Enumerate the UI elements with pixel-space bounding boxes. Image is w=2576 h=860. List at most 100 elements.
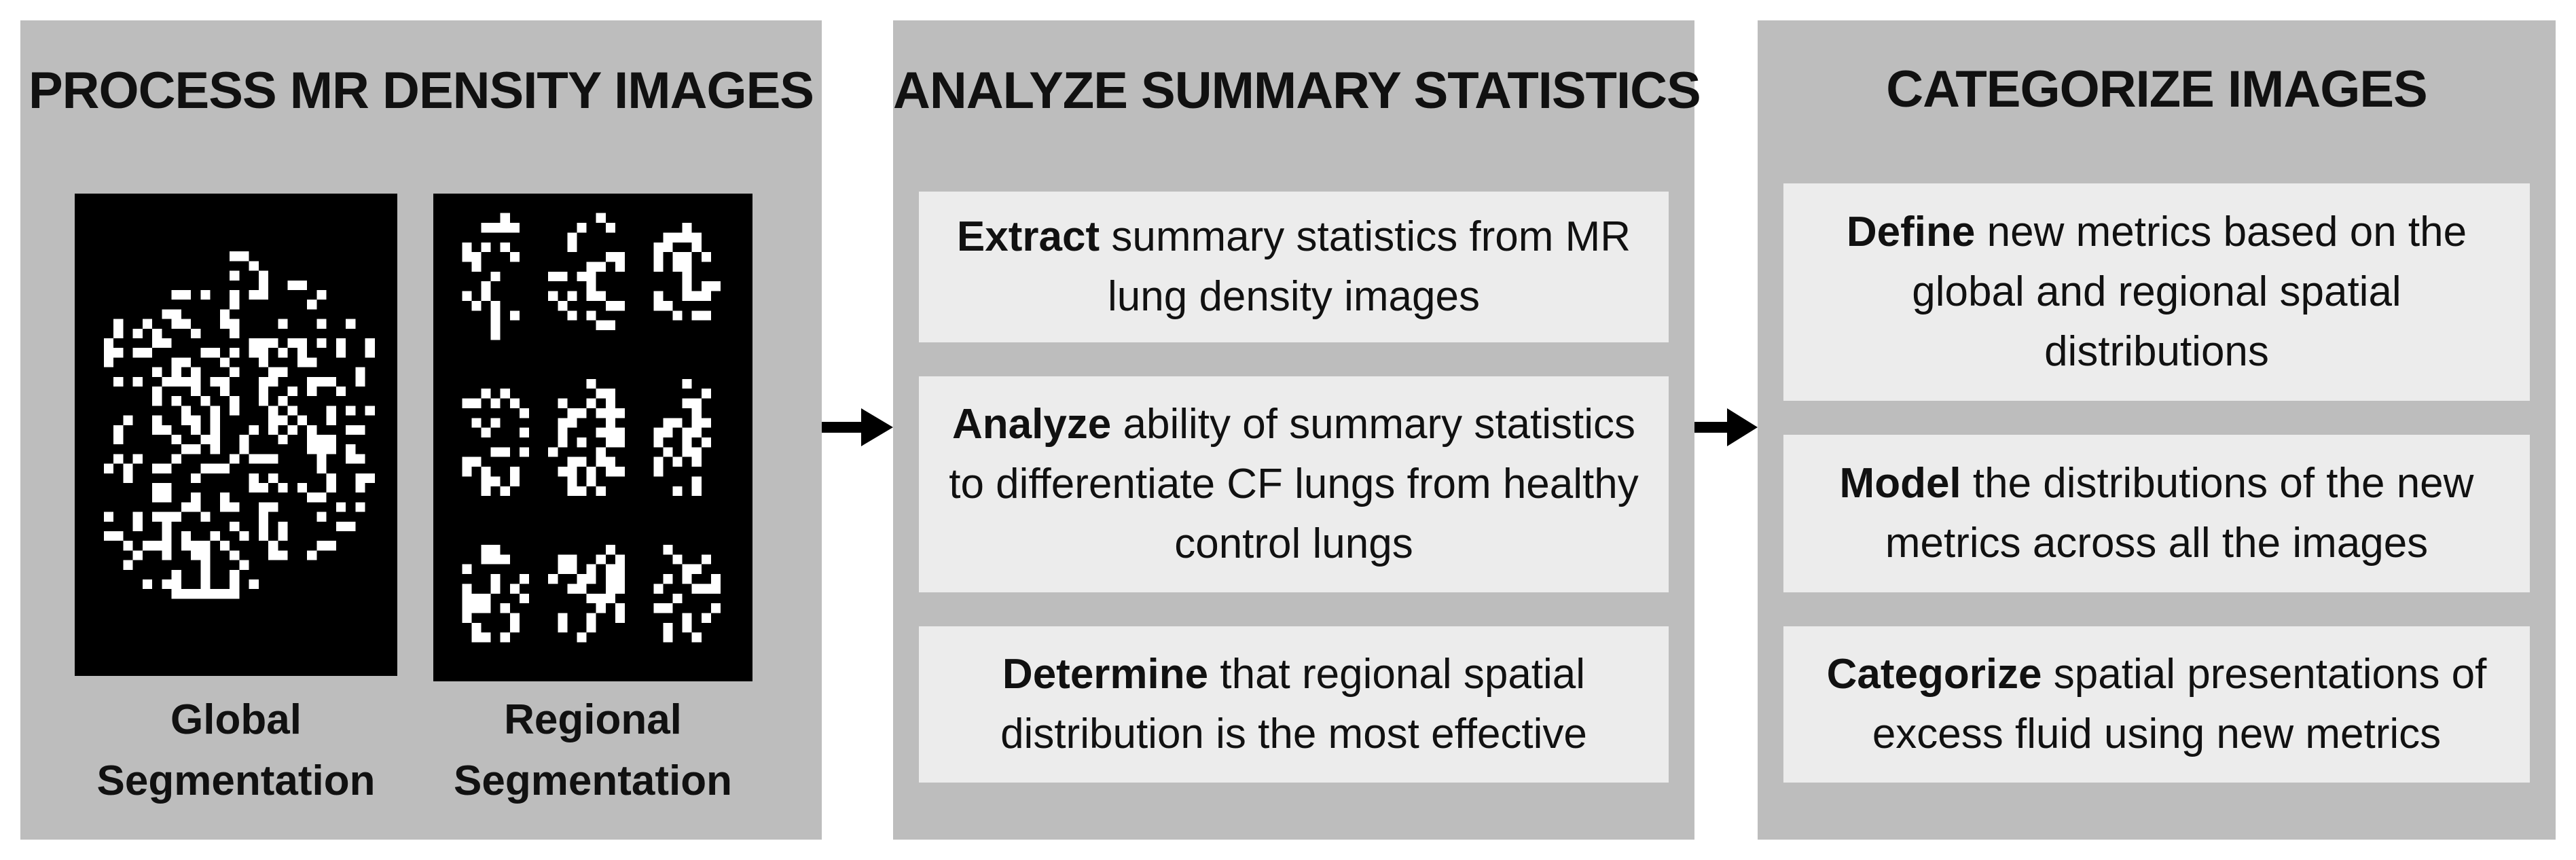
segmentation-pixel — [162, 463, 172, 473]
segmentation-pixel — [316, 463, 327, 473]
segmentation-pixel — [653, 291, 664, 301]
segmentation-pixel — [500, 213, 510, 223]
segmentation-pixel — [653, 456, 664, 467]
segmentation-pixel — [471, 456, 482, 467]
segmentation-pixel — [307, 376, 317, 387]
segmentation-pixel — [113, 435, 124, 445]
segmentation-pixel — [297, 415, 307, 425]
segmentation-pixel — [500, 223, 510, 233]
segmentation-pixel — [219, 376, 230, 387]
segmentation-pixel — [567, 456, 577, 467]
step-text: ability of summary statistics to differe… — [949, 401, 1639, 567]
segmentation-pixel — [230, 396, 240, 406]
segmentation-pixel — [605, 544, 615, 555]
segmentation-pixel — [162, 338, 172, 348]
segmentation-pixel — [500, 486, 510, 497]
segmentation-pixel — [191, 492, 201, 503]
segmentation-pixel — [200, 396, 211, 406]
segmentation-pixel — [509, 584, 520, 594]
segmentation-pixel — [132, 550, 143, 560]
segmentation-pixel — [481, 242, 491, 253]
regional-segmentation-caption: Regional Segmentation — [406, 689, 780, 812]
segmentation-pixel — [268, 367, 278, 377]
segmentation-pixel — [615, 467, 625, 477]
segmentation-pixel — [701, 437, 711, 448]
segmentation-pixel — [605, 564, 615, 575]
segmentation-pixel — [490, 310, 501, 321]
segmentation-pixel — [297, 348, 307, 358]
segmentation-pixel — [653, 603, 664, 613]
segmentation-pixel — [558, 622, 568, 633]
segmentation-pixel — [258, 376, 268, 387]
segmentation-pixel — [307, 387, 317, 397]
segmentation-pixel — [567, 232, 577, 243]
segmentation-pixel — [346, 406, 356, 416]
segmentation-pixel — [132, 512, 143, 522]
segmentation-pixel — [268, 425, 278, 435]
segmentation-pixel — [181, 502, 191, 512]
segmentation-pixel — [653, 242, 664, 253]
segmentation-pixel — [307, 444, 317, 454]
panel-analyze-statistics: ANALYZE SUMMARY STATISTICS Extract summa… — [893, 20, 1701, 840]
segmentation-pixel — [481, 544, 491, 555]
segmentation-pixel — [481, 603, 491, 613]
segmentation-pixel — [239, 251, 249, 262]
segmentation-pixel — [691, 456, 702, 467]
segmentation-pixel — [691, 242, 702, 253]
segmentation-pixel — [653, 300, 664, 311]
segmentation-pixel — [605, 418, 615, 428]
segmentation-pixel — [316, 319, 327, 329]
segmentation-pixel — [249, 261, 259, 271]
segmentation-pixel — [586, 476, 596, 486]
segmentation-pixel — [471, 252, 482, 262]
segmentation-pixel — [239, 435, 249, 445]
segmentation-pixel — [682, 564, 692, 575]
segmentation-pixel — [258, 454, 268, 464]
segmentation-pixel — [481, 486, 491, 497]
segmentation-pixel — [586, 564, 596, 575]
segmentation-pixel — [490, 398, 501, 408]
segmentation-pixel — [682, 232, 692, 243]
segmentation-pixel — [278, 415, 288, 425]
segmentation-pixel — [605, 398, 615, 408]
segmentation-pixel — [249, 483, 259, 493]
segmentation-pixel — [278, 521, 288, 531]
segmentation-pixel — [326, 376, 336, 387]
segmentation-pixel — [200, 512, 211, 522]
segmentation-pixel — [682, 574, 692, 584]
segmentation-pixel — [249, 454, 259, 464]
segmentation-pixel — [297, 483, 307, 493]
segmentation-pixel — [152, 367, 162, 377]
segmentation-pixel — [191, 376, 201, 387]
segmentation-pixel — [162, 512, 172, 522]
step-keyword: Determine — [1002, 651, 1209, 698]
segmentation-pixel — [481, 632, 491, 643]
segmentation-pixel — [471, 398, 482, 408]
segmentation-pixel — [335, 348, 346, 358]
segmentation-pixel — [691, 427, 702, 437]
segmentation-pixel — [701, 291, 711, 301]
segmentation-pixel — [346, 454, 356, 464]
segmentation-pixel — [171, 454, 181, 464]
segmentation-pixel — [596, 603, 606, 613]
segmentation-pixel — [691, 564, 702, 575]
segmentation-pixel — [567, 408, 577, 418]
segmentation-pixel — [268, 454, 278, 464]
segmentation-pixel — [152, 328, 162, 338]
segmentation-pixel — [191, 425, 201, 435]
segmentation-pixel — [181, 444, 191, 454]
panel-title: PROCESS MR DENSITY IMAGES — [28, 62, 814, 120]
caption-line: Regional — [504, 696, 682, 743]
segmentation-pixel — [258, 521, 268, 531]
segmentation-pixel — [181, 589, 191, 599]
segmentation-pixel — [365, 348, 375, 358]
segmentation-pixel — [200, 550, 211, 560]
segmentation-pixel — [701, 584, 711, 594]
segmentation-pixel — [509, 310, 520, 321]
segmentation-pixel — [210, 444, 220, 454]
segmentation-pixel — [113, 531, 124, 541]
segmentation-pixel — [132, 328, 143, 338]
segmentation-pixel — [586, 613, 596, 623]
segmentation-pixel — [268, 473, 278, 483]
segmentation-pixel — [181, 319, 191, 329]
